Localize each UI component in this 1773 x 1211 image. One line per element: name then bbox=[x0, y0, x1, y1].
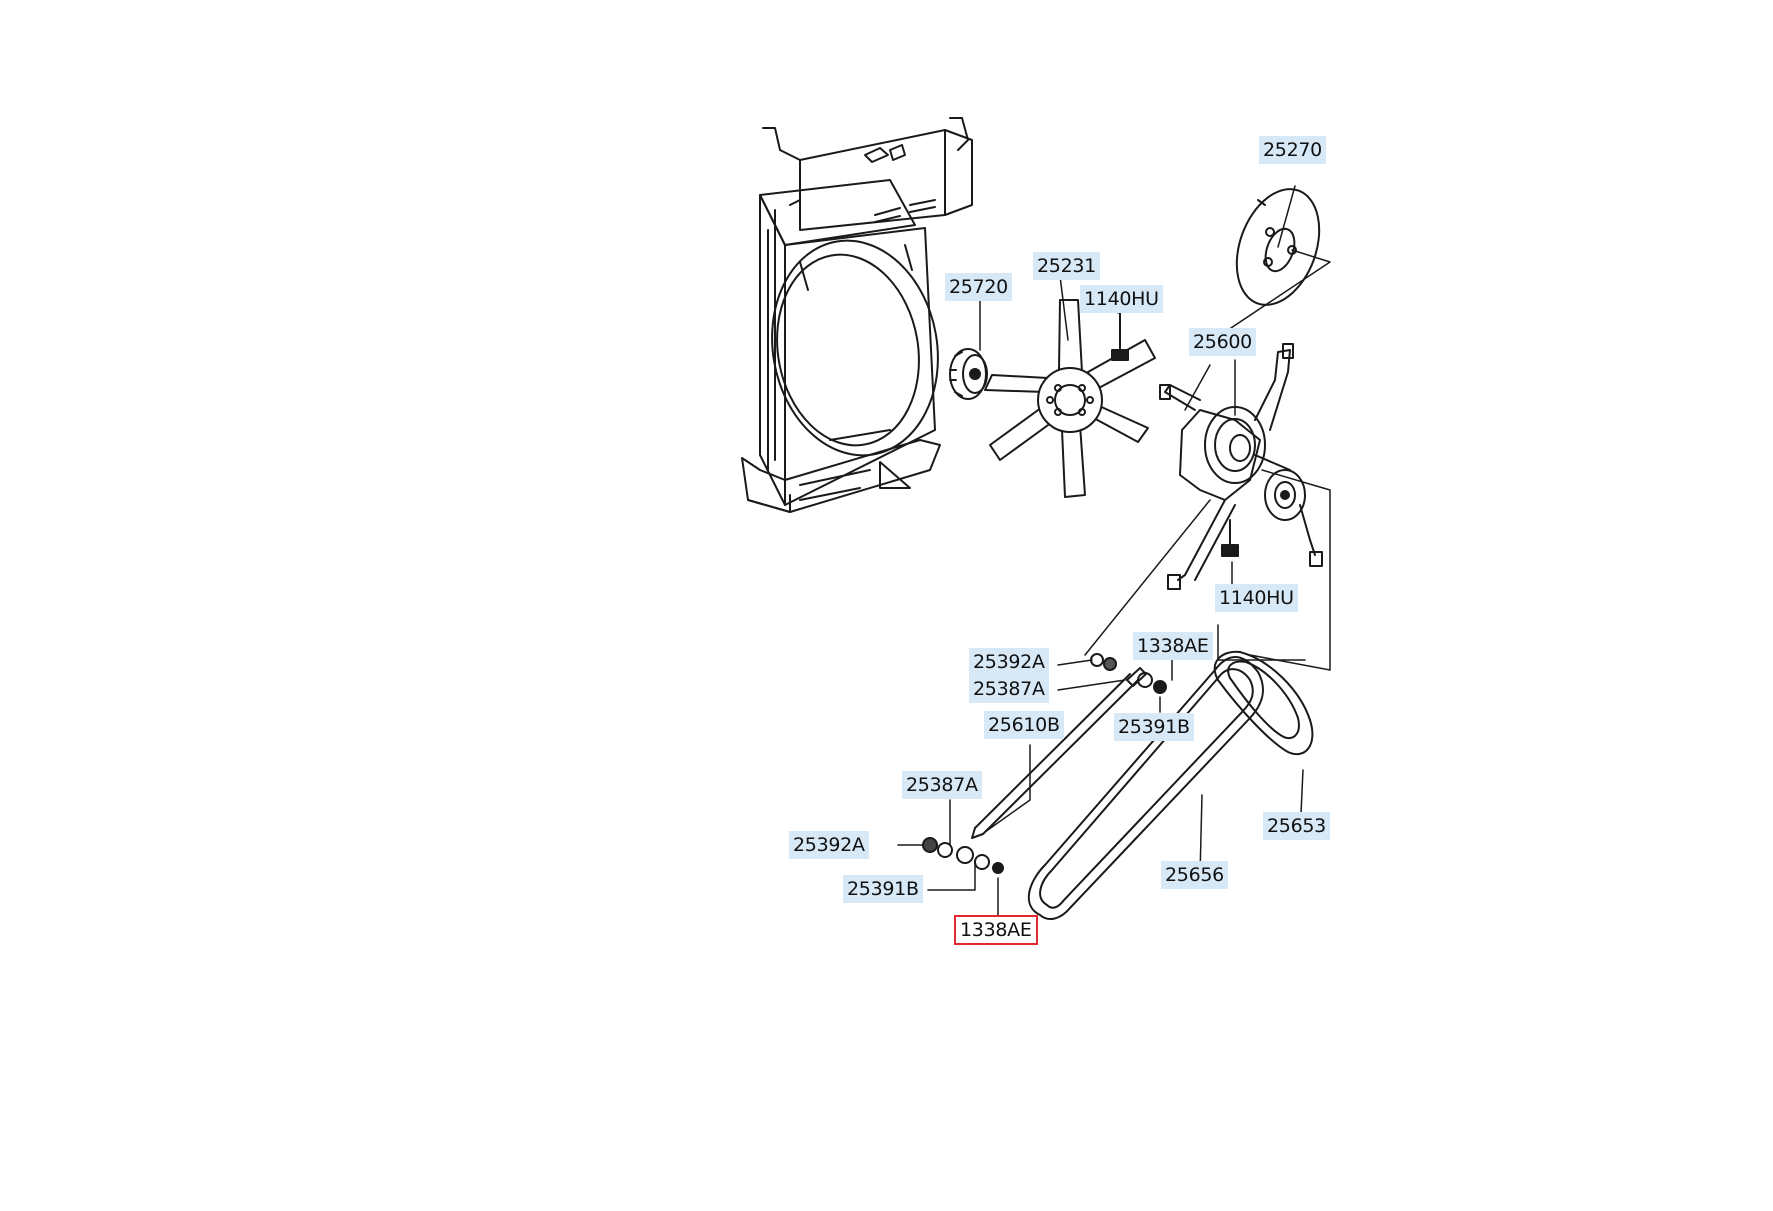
hardware-lower[interactable] bbox=[922, 837, 1004, 874]
fan-bolt-upper[interactable] bbox=[1111, 312, 1129, 361]
fan-spacer[interactable] bbox=[949, 348, 988, 400]
callout-25600[interactable]: 25600 bbox=[1189, 328, 1256, 356]
callout-25231[interactable]: 25231 bbox=[1033, 252, 1100, 280]
callout-25392A-lower[interactable]: 25392A bbox=[789, 831, 869, 859]
callout-25720[interactable]: 25720 bbox=[945, 273, 1012, 301]
callout-25387A-upper[interactable]: 25387A bbox=[969, 675, 1049, 703]
callout-1338AE-upper[interactable]: 1338AE bbox=[1133, 632, 1213, 660]
v-belt-long[interactable] bbox=[1027, 656, 1265, 921]
pulley-disc[interactable] bbox=[1222, 178, 1334, 317]
callout-1140HU-lower[interactable]: 1140HU bbox=[1215, 584, 1298, 612]
callout-25392A-upper[interactable]: 25392A bbox=[969, 648, 1049, 676]
callout-25656[interactable]: 25656 bbox=[1161, 861, 1228, 889]
v-belt-short[interactable] bbox=[1213, 650, 1314, 756]
callout-25270[interactable]: 25270 bbox=[1259, 136, 1326, 164]
adjusting-bolt[interactable] bbox=[971, 673, 1139, 839]
radiator-shroud[interactable] bbox=[741, 117, 973, 513]
callout-25387A-lower[interactable]: 25387A bbox=[902, 771, 982, 799]
callout-25391B-lower[interactable]: 25391B bbox=[843, 875, 923, 903]
hardware-upper[interactable] bbox=[1090, 653, 1167, 694]
callout-25391B-upper[interactable]: 25391B bbox=[1114, 713, 1194, 741]
cooling-fan[interactable] bbox=[984, 299, 1156, 498]
callout-1140HU-upper[interactable]: 1140HU bbox=[1080, 285, 1163, 313]
pulley-bracket-assembly[interactable] bbox=[1159, 343, 1323, 590]
callout-25610B[interactable]: 25610B bbox=[984, 711, 1064, 739]
callout-1338AE-lower-selected[interactable]: 1338AE bbox=[954, 915, 1038, 945]
callout-25653[interactable]: 25653 bbox=[1263, 812, 1330, 840]
